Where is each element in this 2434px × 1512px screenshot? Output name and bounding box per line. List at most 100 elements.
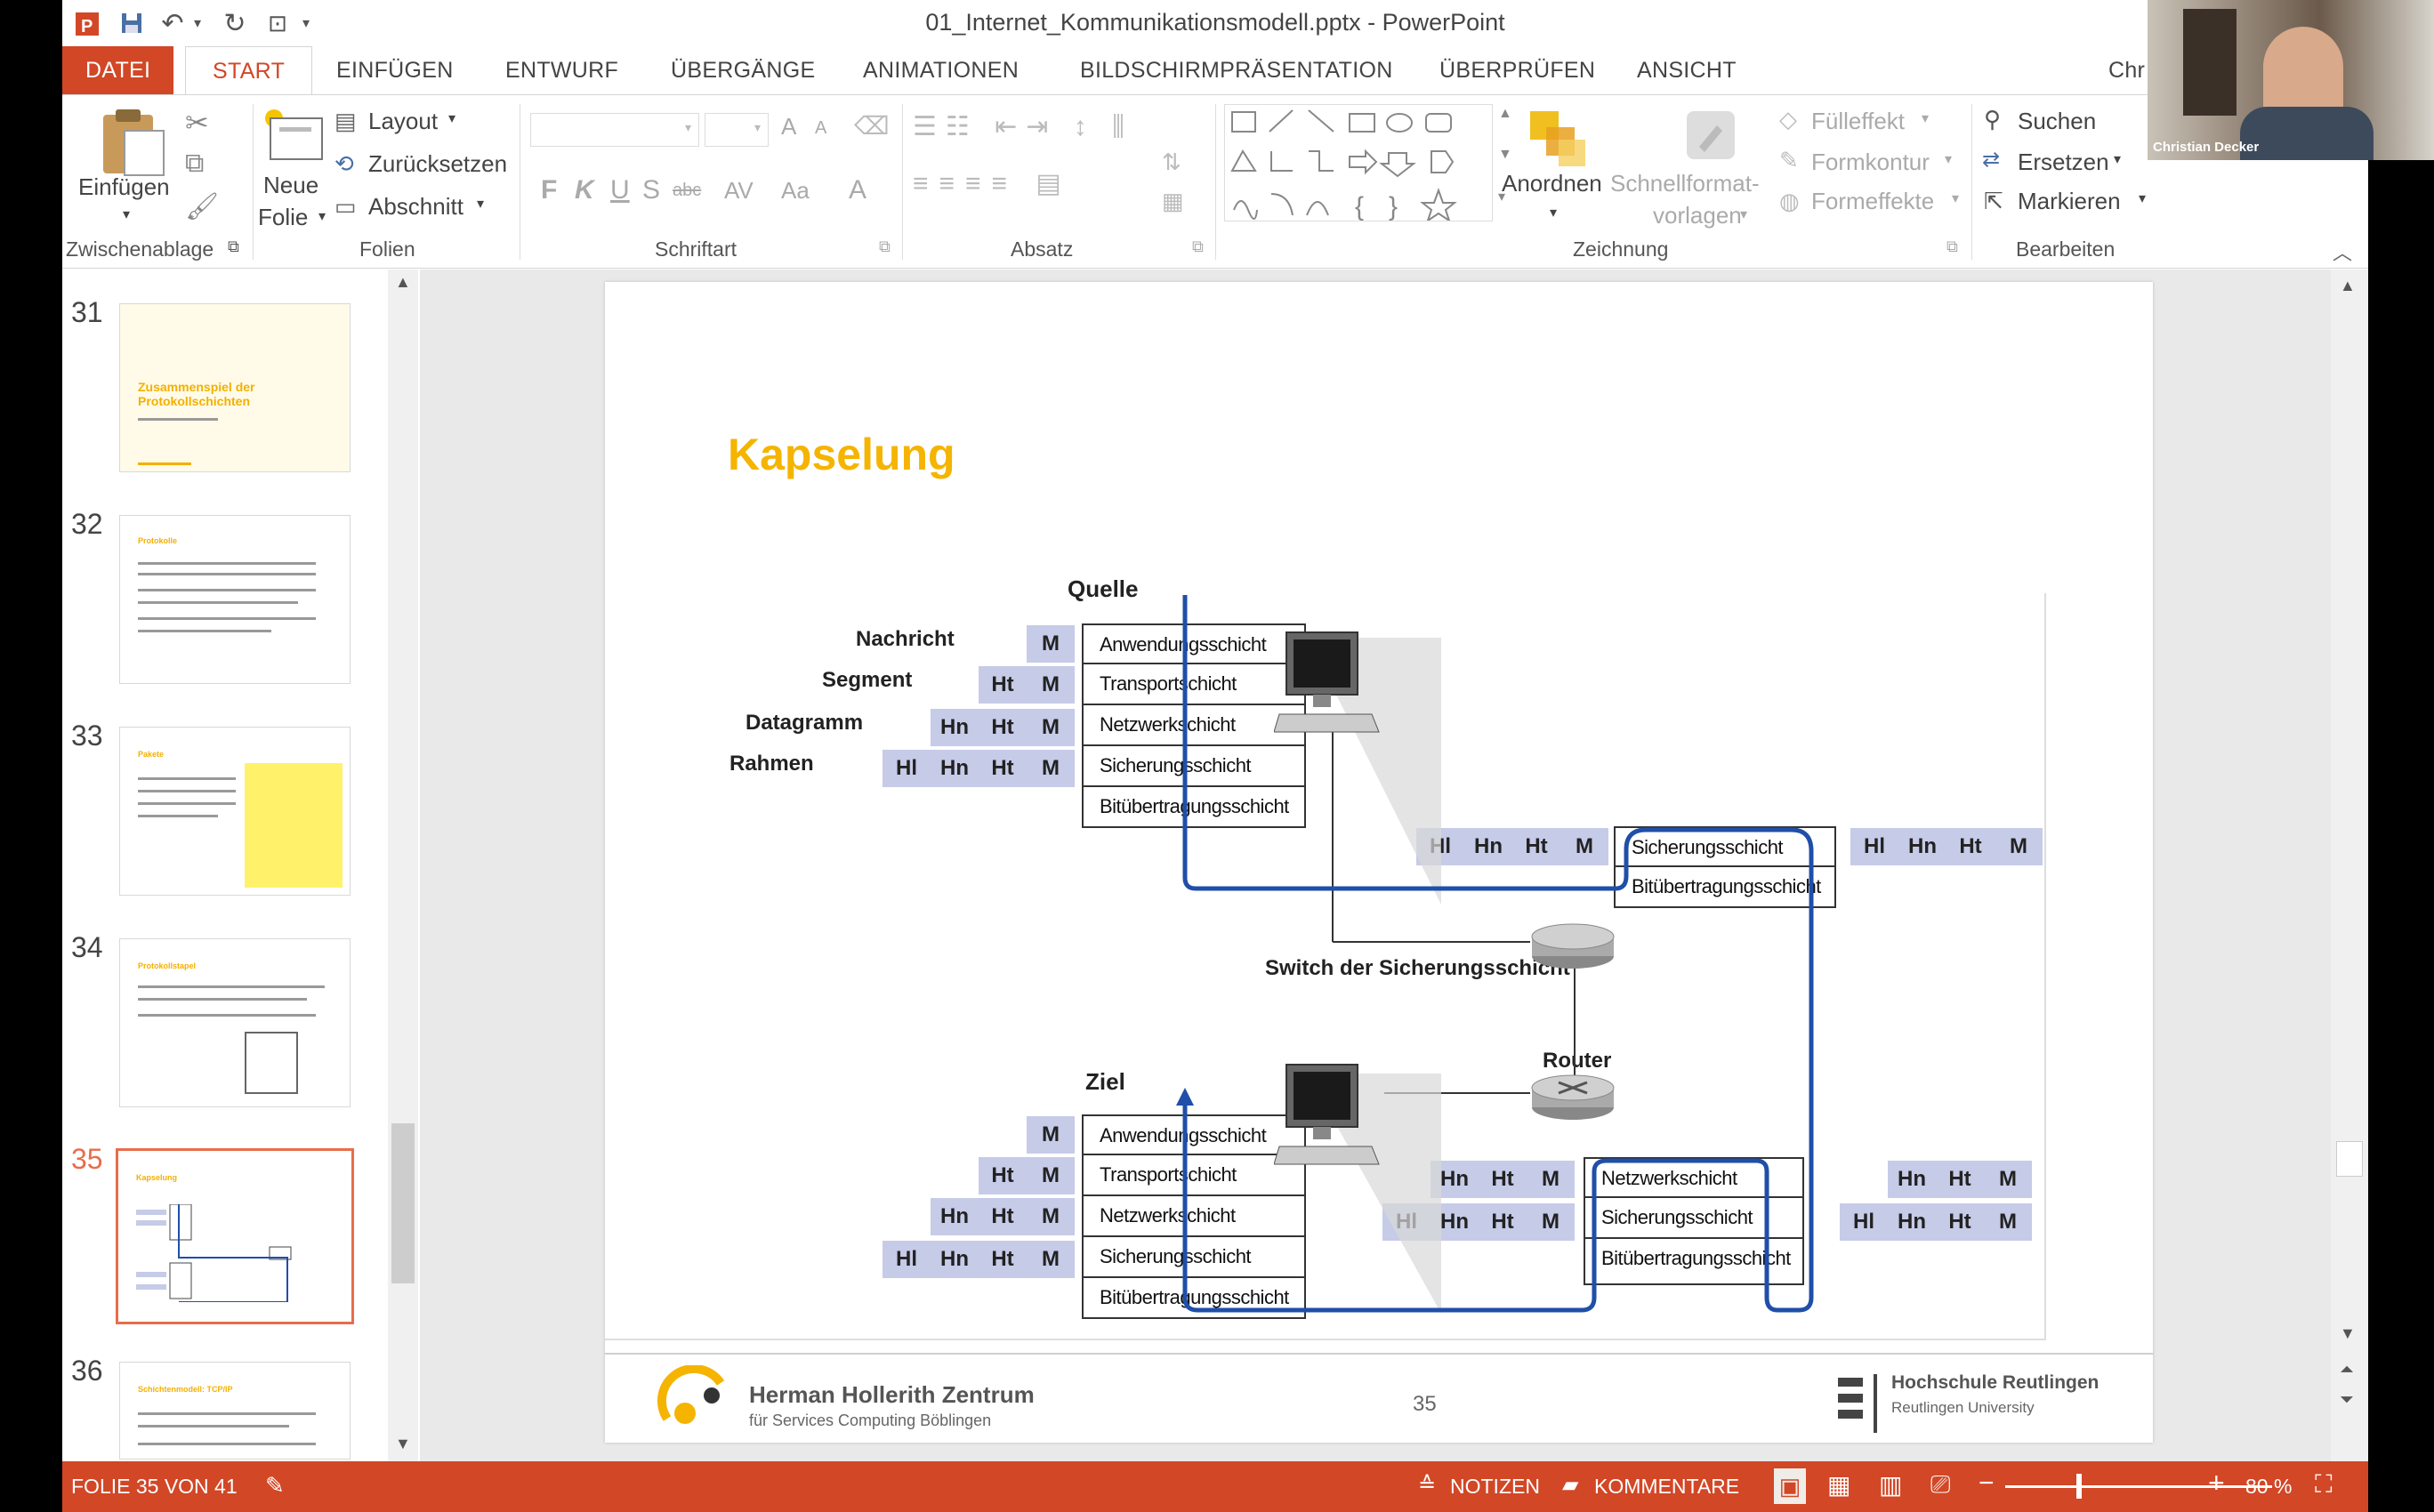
tab-ueberpruefen[interactable]: ÜBERPRÜFEN — [1439, 58, 1596, 83]
select-icon[interactable]: ⇱ — [1984, 188, 2003, 214]
notes-button[interactable]: NOTIZEN — [1450, 1475, 1540, 1498]
format-painter-icon[interactable]: 🖌 — [185, 192, 220, 221]
font-size-dropdown-icon[interactable]: ▾ — [754, 120, 762, 134]
change-case-button[interactable]: Aa — [781, 177, 810, 204]
scroll-up-icon[interactable]: ▲ — [2340, 277, 2356, 294]
select-button[interactable]: Markieren — [2018, 188, 2121, 214]
thumbnail-scrollbar[interactable]: ▲ ▼ — [388, 269, 418, 1461]
zoom-slider-handle[interactable] — [2076, 1474, 2082, 1499]
char-spacing-button[interactable]: AV — [724, 177, 754, 204]
paste-icon[interactable] — [98, 108, 165, 181]
zoom-in-icon[interactable]: + — [2208, 1467, 2225, 1499]
tab-einfuegen[interactable]: EINFÜGEN — [336, 58, 454, 83]
shape-outline-button[interactable]: Formkontur — [1811, 149, 1930, 175]
shadow-button[interactable]: S — [642, 175, 661, 205]
replace-button[interactable]: Ersetzen — [2018, 149, 2109, 175]
tab-ansicht[interactable]: ANSICHT — [1637, 58, 1737, 83]
slide-thumbnail-31[interactable]: Zusammenspiel der Protokollschichten — [119, 303, 351, 472]
smartart-icon[interactable]: ▦ — [1162, 188, 1184, 214]
replace-icon[interactable]: ⇄ — [1982, 148, 2001, 172]
layout-dropdown-icon[interactable]: ▾ — [448, 111, 456, 126]
font-family-dropdown-icon[interactable]: ▾ — [685, 120, 692, 134]
new-slide-label-1[interactable]: Neue — [263, 172, 319, 198]
save-icon[interactable] — [116, 7, 148, 39]
tab-animationen[interactable]: ANIMATIONEN — [863, 58, 1020, 83]
quick-styles-icon[interactable] — [1681, 106, 1740, 169]
font-family-select[interactable] — [530, 113, 699, 147]
next-slide-icon[interactable]: ⏷ — [2340, 1390, 2354, 1410]
arrange-button[interactable]: Anordnen — [1502, 170, 1602, 197]
shape-fill-dropdown-icon[interactable]: ▾ — [1922, 111, 1930, 126]
slide-sorter-view-icon[interactable]: ▦ — [1827, 1471, 1851, 1499]
slide-title[interactable]: Kapselung — [728, 430, 955, 479]
arrange-icon[interactable] — [1527, 108, 1589, 174]
drawing-launcher-icon[interactable]: ⧉ — [1946, 237, 1958, 255]
undo-dropdown-icon[interactable]: ▾ — [193, 16, 202, 31]
tab-start[interactable]: START — [185, 46, 313, 96]
zoom-slider[interactable] — [2005, 1485, 2272, 1488]
list-controls-icon[interactable]: ☰☷ ⇤⇥ ↕ ⫼ — [913, 112, 1133, 141]
quick-styles-label-2[interactable]: vorlagen — [1653, 202, 1742, 229]
tab-entwurf[interactable]: ENTWURF — [505, 58, 619, 83]
find-icon[interactable]: ⚲ — [1984, 106, 2002, 133]
account-name[interactable]: Chr — [2108, 58, 2146, 83]
shape-effects-dropdown-icon[interactable]: ▾ — [1952, 191, 1960, 206]
scroll-down-icon[interactable]: ▼ — [395, 1435, 411, 1452]
replace-dropdown-icon[interactable]: ▾ — [2114, 152, 2122, 167]
redo-icon[interactable]: ↻ — [223, 8, 246, 38]
zoom-level[interactable]: 80 % — [2245, 1475, 2293, 1498]
quick-styles-dropdown-icon[interactable]: ▾ — [1740, 207, 1748, 222]
slideshow-view-icon[interactable]: ⎚ — [1930, 1470, 1951, 1498]
new-slide-icon[interactable] — [262, 106, 326, 167]
scroll-down-icon[interactable]: ▼ — [2340, 1324, 2356, 1342]
shapes-scroll-up-icon[interactable]: ▲ — [1498, 106, 1512, 121]
shape-fill-button[interactable]: Fülleffekt — [1811, 108, 1906, 134]
shapes-more-icon[interactable]: ▾ — [1498, 189, 1506, 205]
section-icon[interactable]: ▭ — [334, 193, 357, 220]
notes-icon[interactable]: ≙ — [1418, 1473, 1437, 1497]
scrollbar-thumb[interactable] — [2336, 1141, 2363, 1177]
clear-formatting-icon[interactable]: ⌫ — [854, 112, 890, 140]
paste-dropdown-icon[interactable]: ▾ — [123, 207, 131, 222]
comments-icon[interactable]: ▰ — [1562, 1473, 1579, 1497]
tab-uebergaenge[interactable]: ÜBERGÄNGE — [671, 58, 816, 83]
shape-effects-button[interactable]: Formeffekte — [1811, 188, 1935, 214]
font-color-button[interactable]: A — [849, 175, 867, 205]
shapes-scroll-down-icon[interactable]: ▼ — [1498, 147, 1512, 162]
shape-fill-icon[interactable]: ◇ — [1779, 106, 1797, 133]
cut-icon[interactable]: ✂ — [185, 107, 209, 139]
shape-outline-icon[interactable]: ✎ — [1779, 147, 1799, 173]
layout-icon[interactable]: ▤ — [334, 108, 357, 134]
collapse-ribbon-icon[interactable]: ︿ — [2333, 242, 2353, 264]
section-button[interactable]: Abschnitt — [368, 193, 463, 220]
shrink-font-button[interactable]: A — [815, 118, 827, 138]
find-button[interactable]: Suchen — [2018, 108, 2097, 134]
font-size-select[interactable] — [705, 113, 769, 147]
fit-to-window-icon[interactable]: ⛶ — [2315, 1470, 2333, 1498]
underline-button[interactable]: U — [610, 175, 630, 205]
reset-icon[interactable]: ⟲ — [334, 150, 354, 177]
spellcheck-icon[interactable]: ✎ — [265, 1472, 285, 1499]
strikethrough-button[interactable]: abc — [673, 181, 702, 200]
font-launcher-icon[interactable]: ⧉ — [879, 237, 891, 255]
scroll-up-icon[interactable]: ▲ — [395, 273, 411, 291]
alignment-controls-icon[interactable]: ≡≡≡≡ ▤ — [913, 169, 1072, 198]
scrollbar-thumb[interactable] — [391, 1123, 415, 1283]
customize-quickaccess-icon[interactable]: ▾ — [302, 16, 310, 31]
reset-button[interactable]: Zurücksetzen — [368, 150, 508, 177]
new-slide-label-2[interactable]: Folie — [258, 204, 309, 230]
grow-font-button[interactable]: A — [781, 113, 797, 140]
section-dropdown-icon[interactable]: ▾ — [477, 197, 485, 212]
slide-thumbnail-33[interactable]: Pakete — [119, 727, 351, 896]
previous-slide-icon[interactable]: ⏶ — [2340, 1360, 2354, 1379]
quick-styles-label-1[interactable]: Schnellformat- — [1610, 170, 1760, 197]
undo-icon[interactable]: ↶ — [161, 8, 184, 38]
italic-button[interactable]: K — [575, 175, 594, 205]
slide-thumbnail-32[interactable]: Protokolle — [119, 515, 351, 684]
new-slide-dropdown-icon[interactable]: ▾ — [318, 209, 326, 224]
normal-view-icon[interactable]: ▣ — [1774, 1468, 1806, 1504]
zoom-out-icon[interactable]: − — [1979, 1468, 1995, 1498]
slide-canvas[interactable]: Kapselung Quelle Nachricht Segment Datag… — [605, 282, 2153, 1443]
bold-button[interactable]: F — [541, 175, 558, 205]
layout-button[interactable]: Layout — [368, 108, 439, 134]
